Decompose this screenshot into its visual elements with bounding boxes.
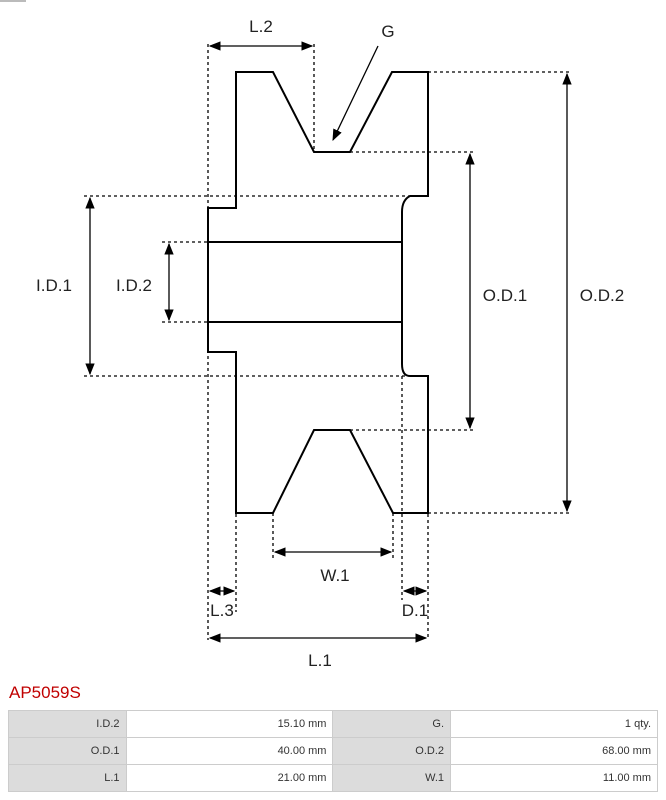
spec-label: O.D.1	[8, 737, 127, 765]
extension-lines	[84, 44, 572, 640]
spec-label: O.D.2	[332, 737, 452, 765]
id2-label: I.D.2	[116, 276, 152, 295]
spec-label: I.D.2	[8, 710, 127, 738]
table-row: L.1 21.00 mm W.1 11.00 mm	[8, 764, 658, 792]
part-code: AP5059S	[9, 683, 81, 702]
pulley-cross-section-diagram: L.2 G I.D.1 I.D.2 O.D.1 O.D.2 W.1 L.3 D.…	[36, 17, 624, 670]
spec-value: 15.10 mm	[125, 710, 334, 738]
spec-label: W.1	[332, 764, 452, 792]
spec-value: 21.00 mm	[125, 764, 334, 792]
od2-label: O.D.2	[580, 286, 624, 305]
id1-label: I.D.1	[36, 276, 72, 295]
od1-label: O.D.1	[483, 286, 527, 305]
table-row: I.D.2 15.10 mm G. 1 qty.	[8, 710, 658, 738]
pulley-outline	[207, 71, 429, 514]
l1-label: L.1	[308, 651, 332, 670]
g-pointer-arrow	[332, 45, 379, 142]
spec-label: L.1	[8, 764, 127, 792]
spec-value: 68.00 mm	[450, 737, 658, 765]
spec-value: 1 qty.	[450, 710, 658, 738]
spec-value: 40.00 mm	[125, 737, 334, 765]
spec-label: G.	[332, 710, 452, 738]
table-row: O.D.1 40.00 mm O.D.2 68.00 mm	[8, 737, 658, 765]
corner-mark	[0, 0, 26, 2]
l2-label: L.2	[249, 17, 273, 36]
spec-value: 11.00 mm	[450, 764, 658, 792]
g-label: G	[381, 22, 394, 41]
l3-label: L.3	[210, 601, 234, 620]
w1-label: W.1	[320, 566, 349, 585]
d1-label: D.1	[402, 601, 428, 620]
specifications-table: I.D.2 15.10 mm G. 1 qty. O.D.1 40.00 mm …	[8, 710, 658, 792]
